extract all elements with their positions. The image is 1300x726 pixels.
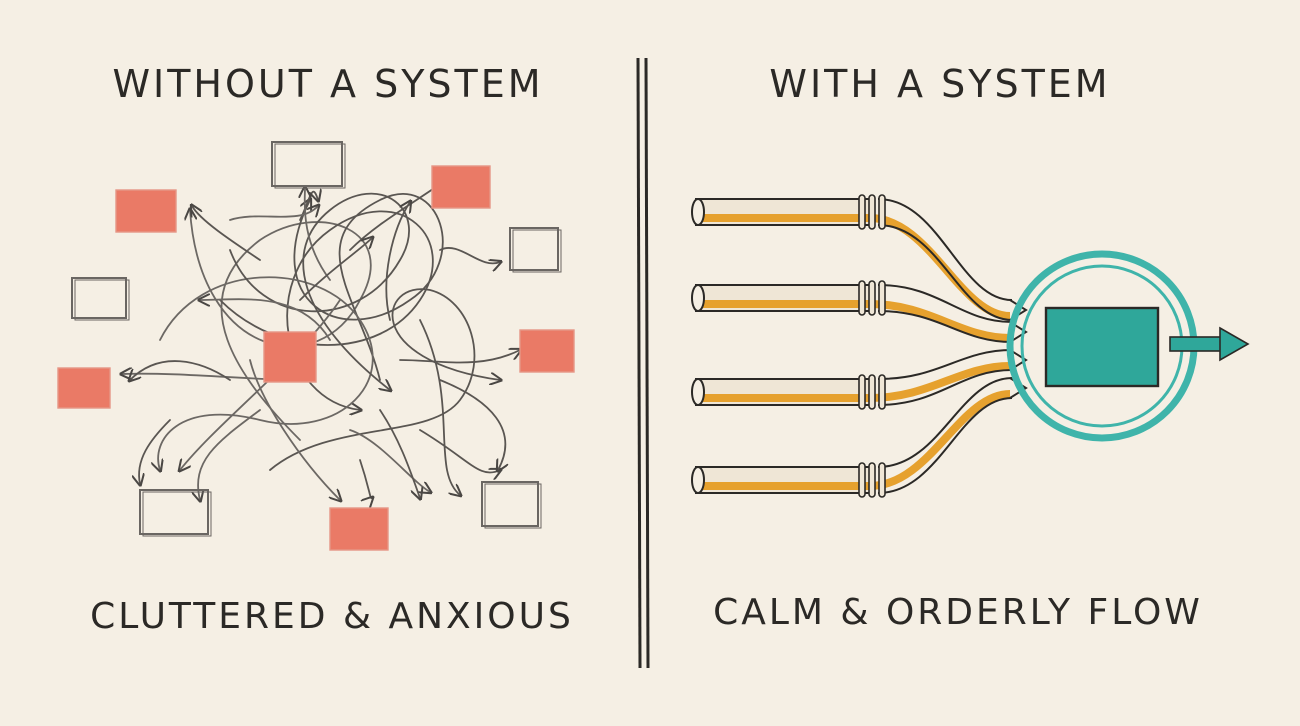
tangled-arrow <box>359 459 372 498</box>
tangled-arrow <box>439 379 505 470</box>
task-box <box>481 481 539 527</box>
tangled-arrow <box>192 206 261 261</box>
tangled-arrow <box>299 192 318 221</box>
pipe-coupling <box>858 374 866 410</box>
left-panel-title: WITHOUT A SYSTEM <box>112 62 544 106</box>
pipe-curve-top <box>877 198 1013 301</box>
tangled-arrow <box>139 419 171 484</box>
left-panel-caption: CLUTTERED & ANXIOUS <box>90 596 574 637</box>
task-box <box>509 227 559 271</box>
pipe-icon <box>691 280 1028 343</box>
urgent-task-box <box>329 507 389 551</box>
tangled-arrow <box>249 359 340 500</box>
task-box <box>139 489 209 535</box>
tangled-arrow <box>305 188 331 281</box>
tangled-arrow <box>385 202 410 321</box>
pipe-curve-top <box>877 349 1013 380</box>
pipe-icon <box>691 349 1028 410</box>
pipe-coupling <box>878 462 886 498</box>
pipe-end-cap <box>691 466 705 494</box>
pipe-end-cap <box>691 198 705 226</box>
urgent-task-box <box>263 331 317 383</box>
pipe-icon <box>691 194 1028 321</box>
tangled-arrow <box>419 429 500 473</box>
task-box-sketch-line <box>142 491 212 537</box>
pipe-curve-top <box>877 377 1013 468</box>
tangled-arrow <box>379 409 420 498</box>
right-panel-caption: CALM & ORDERLY FLOW <box>713 592 1203 633</box>
urgent-task-box <box>519 329 575 373</box>
pipe-coupling <box>878 374 886 410</box>
task-box-sketch-line <box>484 483 542 529</box>
right-panel-title: WITH A SYSTEM <box>769 62 1111 106</box>
output-arrow-icon <box>1169 326 1250 362</box>
tangled-arrow <box>299 238 372 301</box>
pipe-coupling <box>858 462 866 498</box>
task-box-sketch-line <box>74 279 130 321</box>
tangled-arrow <box>130 360 231 380</box>
tangled-arrow <box>293 193 444 381</box>
urgent-task-box <box>57 367 111 409</box>
task-box-sketch-line <box>512 229 562 273</box>
processor-box-icon <box>1044 306 1160 388</box>
task-box <box>71 277 127 319</box>
task-boxes <box>57 141 575 551</box>
tangled-arrow <box>439 247 500 263</box>
pipe-curve-bottom <box>877 224 1013 321</box>
pipe-coupling <box>858 194 866 230</box>
pipe-end-cap <box>691 284 705 312</box>
pipe-coupling <box>868 280 876 316</box>
tangled-arrow <box>198 409 261 500</box>
pipe-coupling <box>868 194 876 230</box>
tangled-arrow <box>269 288 500 471</box>
tangled-arrow <box>399 350 520 364</box>
pipe-coupling <box>878 280 886 316</box>
urgent-task-box <box>115 189 177 233</box>
pipe-icon <box>691 377 1028 498</box>
tangled-arrow <box>419 319 460 495</box>
tangled-arrow <box>229 192 410 390</box>
urgent-task-box <box>431 165 491 209</box>
pipe-coupling <box>868 374 876 410</box>
task-box-sketch-line <box>274 143 346 189</box>
tangled-arrow <box>158 276 374 470</box>
pipe-curve-top <box>877 284 1013 323</box>
tangled-arrow <box>349 429 430 492</box>
pipe-coupling <box>868 462 876 498</box>
pipe-end-cap <box>691 378 705 406</box>
tangled-arrow <box>200 299 331 341</box>
pipe-coupling <box>878 194 886 230</box>
pipe-curve-bottom <box>877 310 1013 343</box>
tangled-arrows <box>122 170 520 500</box>
center-divider <box>636 57 650 669</box>
task-box <box>271 141 343 187</box>
pipe-curve-bottom <box>877 369 1013 406</box>
tangled-arrow <box>229 206 318 221</box>
pipe-coupling <box>858 280 866 316</box>
pipe-curve-bottom <box>877 397 1013 494</box>
input-pipes <box>691 194 1028 498</box>
tangled-arrow <box>190 210 372 441</box>
